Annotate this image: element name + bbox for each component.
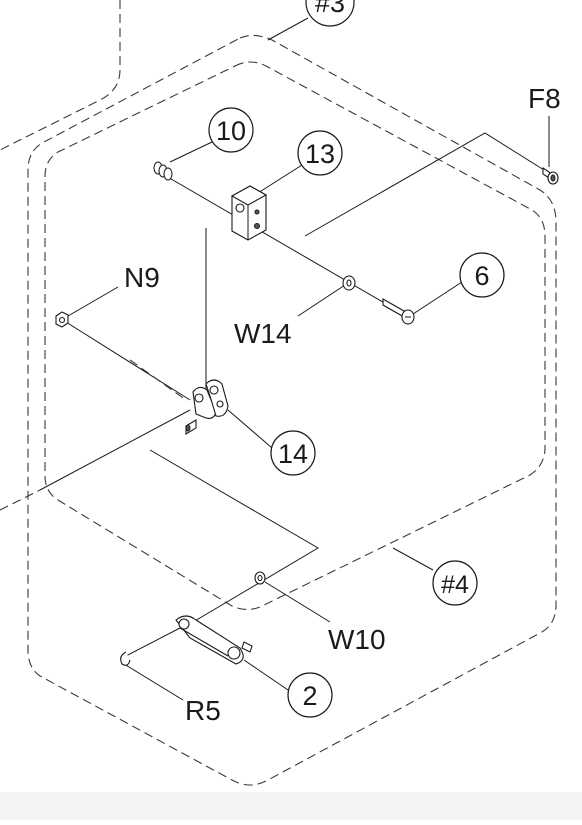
label-n9: N9 [124,262,160,293]
clip-part-r5 [120,651,131,666]
axis-line-bolt [165,175,401,313]
leader-3 [267,17,309,41]
axis-line-pivot [39,409,191,491]
leader-6 [409,279,466,317]
label-w10: W10 [328,624,386,655]
axis-line-top [304,132,545,237]
nut-part-n9 [55,311,69,328]
callout-part-14: 14 [270,430,316,476]
callout-assembly-4-text: #4 [441,571,469,599]
assembly-3-outline [0,0,121,151]
callout-part-2-text: 2 [302,681,317,711]
leader-10 [169,141,213,163]
assembly-3-outline-lower [0,489,41,511]
callout-part-14-text: 14 [278,439,308,469]
axis-dashed-n9 [129,359,187,401]
leader-w10 [264,581,331,623]
callout-assembly-3: #3 [305,0,355,27]
label-f8: F8 [528,83,561,114]
leader-4 [392,547,434,571]
spring-part-10 [153,161,173,181]
bracket-part-14 [185,379,229,435]
washer-part-w10 [254,571,266,585]
callout-assembly-4: #4 [432,560,478,606]
screw-part-f8 [542,166,559,185]
block-part-13 [230,185,268,241]
axis-line-n9 [65,321,191,401]
label-r5: R5 [185,695,221,726]
leader-2 [243,659,289,691]
leader-13 [257,164,303,194]
leader-n9 [67,286,119,317]
axis-line-link [149,449,319,629]
callout-part-13: 13 [297,130,343,176]
leader-14 [227,409,273,449]
callout-part-6: 6 [459,252,505,298]
bolt-part-6 [382,298,415,325]
callout-part-6-text: 6 [474,261,489,291]
assembly-4-inner-outline [44,61,546,611]
callout-part-10: 10 [208,107,254,153]
callout-part-2: 2 [287,672,333,718]
axis-line-r5 [121,627,181,659]
washer-part-w14 [342,275,356,291]
callout-part-10-text: 10 [216,116,246,146]
callout-part-13-text: 13 [305,139,335,169]
assembly-4-outer-outline [27,34,557,786]
leader-w14 [297,284,346,317]
label-w14: W14 [234,318,292,349]
leader-r5 [123,663,184,701]
link-arm-part-2 [175,615,253,665]
callout-assembly-3-text: #3 [315,0,345,18]
bottom-strip [0,792,582,820]
